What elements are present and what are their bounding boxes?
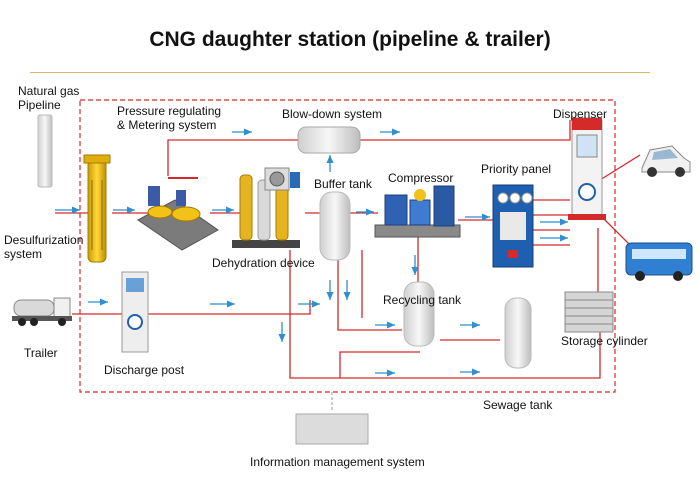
dehydration-device-icon bbox=[232, 167, 300, 248]
title-rule bbox=[30, 72, 650, 73]
priority-panel-icon bbox=[492, 184, 534, 268]
bus-icon bbox=[625, 242, 693, 281]
information-management-icon bbox=[295, 413, 369, 445]
storage-cylinder-icon bbox=[564, 291, 614, 333]
label-blow-down-system: Blow-down system bbox=[282, 107, 383, 121]
label-trailer: Trailer bbox=[24, 346, 58, 360]
pipeline-icon bbox=[37, 114, 53, 188]
car-icon bbox=[641, 145, 691, 177]
recycling-tank-icon bbox=[403, 281, 435, 347]
pressure-regulating-skid-icon bbox=[137, 177, 219, 251]
label-desulfurization-system: Desulfurization system bbox=[4, 233, 84, 261]
desulfurization-tower-icon bbox=[83, 154, 111, 263]
blow-down-tank-icon bbox=[297, 126, 361, 154]
label-pressure-regulating: Pressure regulating & Metering system bbox=[117, 104, 222, 132]
label-discharge-post: Discharge post bbox=[104, 363, 185, 377]
label-dispenser: Dispenser bbox=[553, 107, 608, 121]
trailer-icon bbox=[12, 297, 72, 326]
label-dehydration-device: Dehydration device bbox=[212, 256, 315, 270]
label-information-management-system: Information management system bbox=[250, 455, 425, 469]
label-recycling-tank: Recycling tank bbox=[383, 293, 462, 307]
label-sewage-tank: Sewage tank bbox=[483, 398, 553, 412]
diagram-title: CNG daughter station (pipeline & trailer… bbox=[149, 28, 551, 51]
compressor-icon bbox=[374, 185, 461, 238]
label-storage-cylinder: Storage cylinder bbox=[561, 334, 648, 348]
station-boundary bbox=[79, 99, 616, 393]
discharge-post-icon bbox=[121, 271, 149, 353]
buffer-tank-icon bbox=[319, 191, 351, 261]
label-priority-panel: Priority panel bbox=[481, 162, 552, 176]
dispenser-icon bbox=[568, 117, 606, 220]
label-buffer-tank: Buffer tank bbox=[314, 177, 372, 191]
label-natural-gas-pipeline: Natural gas Pipeline bbox=[18, 84, 80, 112]
sewage-tank-icon bbox=[504, 297, 532, 369]
label-compressor: Compressor bbox=[388, 171, 454, 185]
